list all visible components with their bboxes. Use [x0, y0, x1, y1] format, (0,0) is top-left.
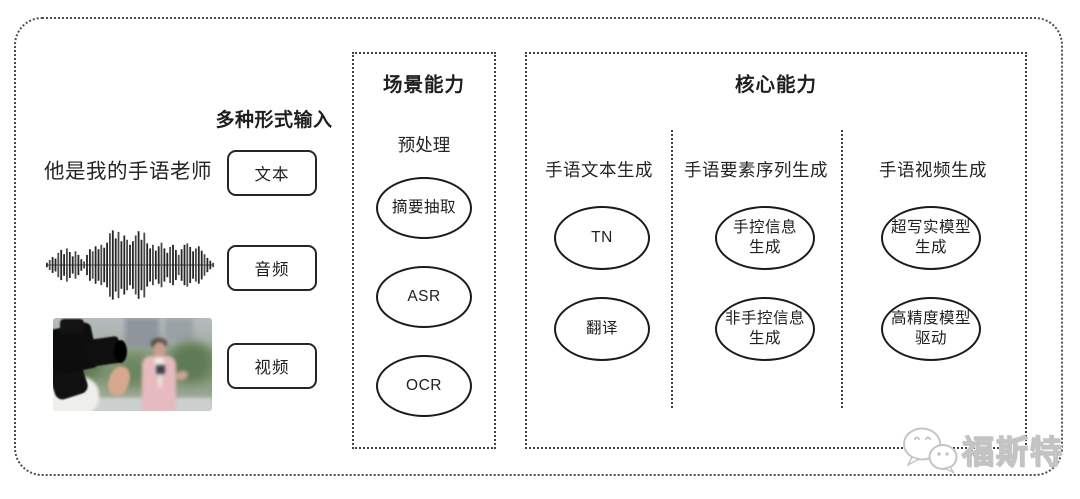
node-summary-extraction: 摘要抽取 — [376, 177, 472, 239]
column-header-sign-element-sequence-generation: 手语要素序列生成 — [684, 160, 828, 180]
node-tn: TN — [554, 206, 650, 270]
node-hyperrealistic-model-generation: 超写实模型 生成 — [881, 206, 981, 270]
input-type-audio: 音频 — [227, 245, 317, 291]
core-capability-box: 核心能力 手语文本生成 手语要素序列生成 手语视频生成 TN 翻译 手控信息 生… — [525, 52, 1027, 449]
preprocess-label: 预处理 — [397, 135, 451, 155]
chat-bubbles-icon — [903, 427, 958, 474]
node-manual-info-generation: 手控信息 生成 — [715, 206, 815, 270]
audio-waveform — [44, 228, 216, 302]
watermark-text: 福斯特 — [961, 433, 1065, 470]
core-box-title: 核心能力 — [734, 74, 817, 96]
video-thumbnail — [53, 318, 212, 411]
node-non-manual-info-generation: 非手控信息 生成 — [715, 297, 815, 361]
input-type-video-label: 视频 — [254, 359, 290, 377]
column-header-sign-video-generation: 手语视频生成 — [879, 160, 987, 180]
column-divider — [841, 130, 843, 408]
node-high-precision-model-driving: 高精度模型 驱动 — [881, 297, 981, 361]
reporter-figure — [135, 338, 190, 411]
input-type-text-label: 文本 — [254, 166, 290, 184]
node-asr: ASR — [376, 266, 472, 328]
sample-sentence-text: 他是我的手语老师 — [44, 160, 212, 183]
scene-box-title: 场景能力 — [382, 74, 465, 96]
outer-dotted-border — [14, 17, 1063, 476]
node-ocr: OCR — [376, 355, 472, 417]
input-type-video: 视频 — [227, 343, 317, 389]
watermark: 福斯特 — [899, 424, 1064, 476]
camera-silhouette — [53, 319, 132, 402]
node-translation: 翻译 — [554, 297, 650, 361]
waveform-icon — [46, 230, 215, 300]
input-section-title: 多种形式输入 — [215, 110, 333, 131]
input-type-audio-label: 音频 — [254, 261, 290, 279]
input-type-text: 文本 — [227, 150, 317, 196]
column-header-sign-text-generation: 手语文本生成 — [545, 160, 653, 180]
scene-capability-box: 场景能力 预处理 摘要抽取 ASR OCR — [352, 52, 496, 449]
column-divider — [671, 130, 673, 408]
photo-building — [165, 318, 193, 342]
